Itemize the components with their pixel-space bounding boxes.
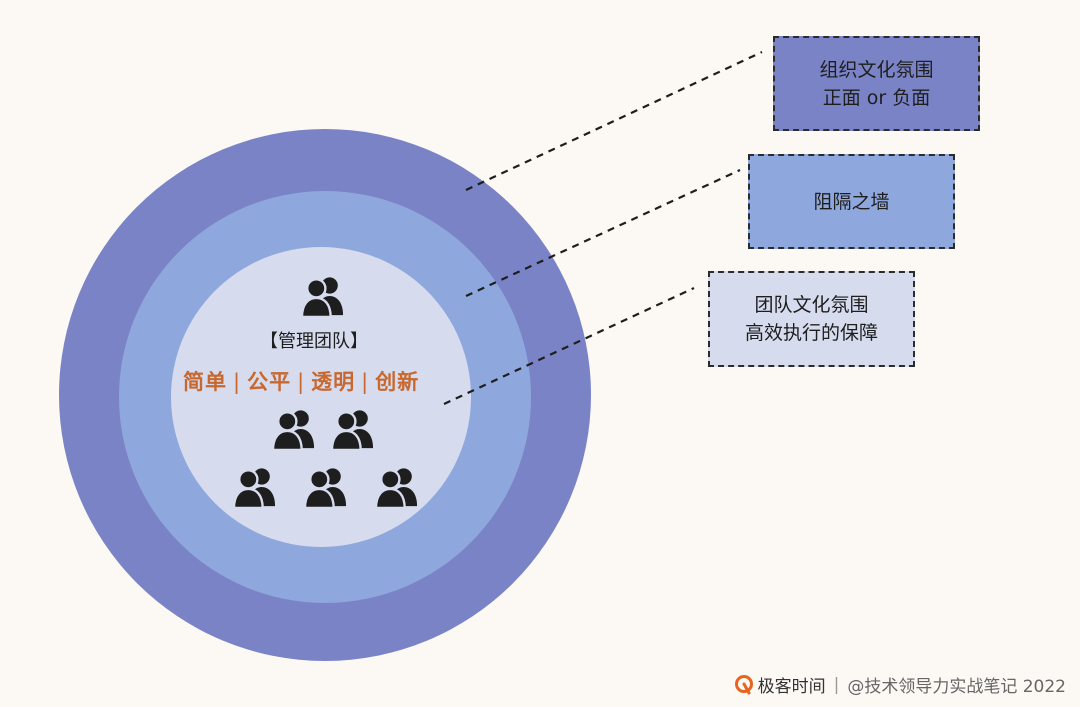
label-barrier-wall: 阻隔之墙	[748, 154, 955, 249]
label-org-culture-line2: 正面 or 负面	[822, 86, 931, 109]
core-values: 简单|公平|透明|创新	[183, 366, 419, 396]
label-team-culture-line1: 团队文化氛围	[754, 294, 869, 316]
footer-brand: 极客时间	[757, 677, 826, 697]
footer-credit: 极客时间 | @技术领导力实战笔记 2022	[734, 672, 1066, 697]
footer-divider: |	[833, 674, 840, 695]
label-org-culture-line1: 组织文化氛围	[819, 58, 934, 81]
value-separator: |	[233, 370, 242, 394]
geektime-logo-icon	[734, 674, 753, 694]
core-title: 【管理团队】	[260, 331, 368, 352]
leader-line-middle	[465, 169, 741, 297]
label-org-culture: 组织文化氛围 正面 or 负面	[773, 36, 980, 131]
label-barrier-wall-line1: 阻隔之墙	[813, 190, 890, 213]
value-fair: 公平	[247, 370, 292, 394]
value-transparent: 透明	[311, 370, 356, 394]
value-simple: 简单	[183, 370, 227, 394]
label-team-culture-line2: 高效执行的保障	[744, 322, 878, 344]
leader-line-inner	[443, 287, 695, 405]
value-innovation: 创新	[375, 370, 420, 394]
value-separator: |	[361, 370, 370, 394]
label-team-culture: 团队文化氛围 高效执行的保障	[708, 271, 915, 367]
footer-credit-text: @技术领导力实战笔记 2022	[847, 677, 1066, 697]
leader-line-outer	[465, 51, 763, 191]
value-separator: |	[297, 370, 306, 394]
